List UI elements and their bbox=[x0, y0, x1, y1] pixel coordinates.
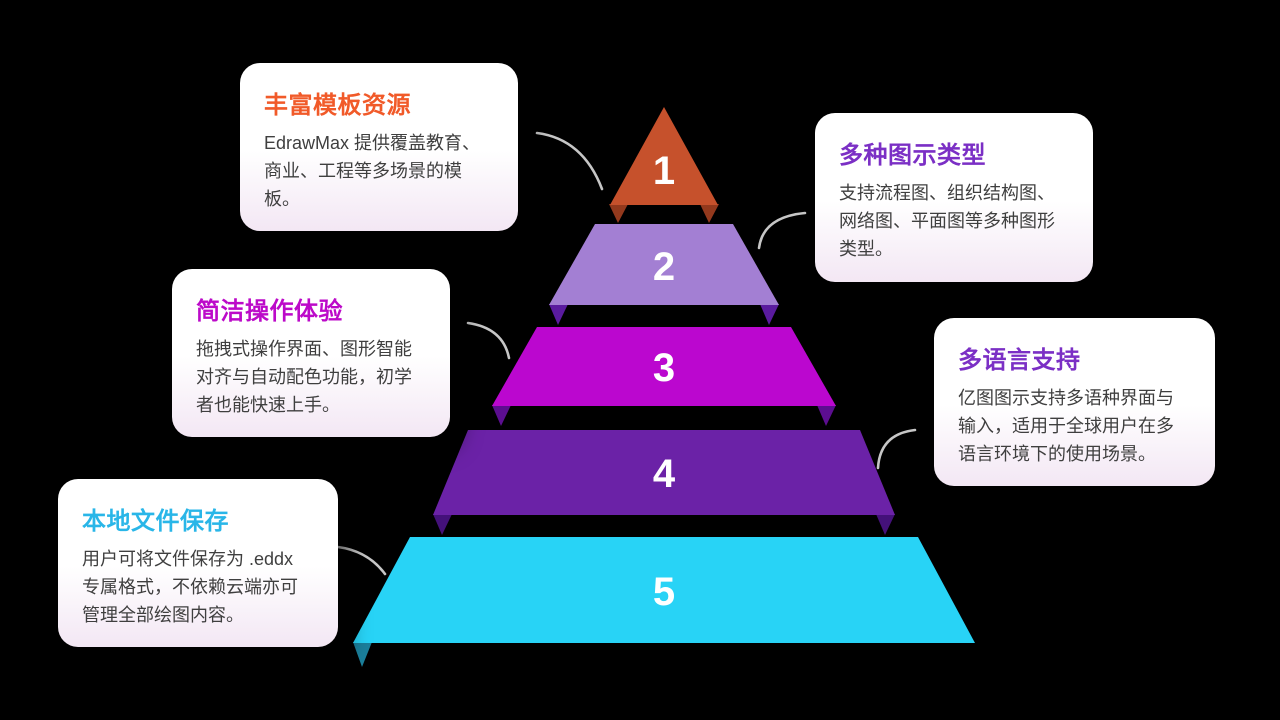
connector-arc-3 bbox=[466, 321, 511, 360]
pyramid-level-1: 1 bbox=[609, 107, 719, 223]
connector-arc-4 bbox=[876, 428, 917, 470]
level-2-number: 2 bbox=[653, 245, 675, 289]
card-title: 本地文件保存 bbox=[82, 508, 229, 535]
level-1-right-foot bbox=[700, 204, 719, 223]
pyramid-level-3: 3 bbox=[492, 327, 836, 426]
pyramid-level-2: 2 bbox=[549, 224, 779, 325]
card-local-file-save: 本地文件保存 用户可将文件保存为 .eddx 专属格式，不依赖云端亦可管理全部绘… bbox=[58, 479, 338, 647]
level-2-right-foot bbox=[760, 304, 779, 325]
card-title: 丰富模板资源 bbox=[264, 92, 411, 119]
level-5-left-foot bbox=[353, 642, 372, 667]
level-3-face bbox=[492, 327, 836, 406]
level-4-right-foot bbox=[876, 514, 895, 535]
level-4-left-foot bbox=[433, 514, 452, 535]
level-3-left-foot bbox=[492, 405, 511, 426]
card-title: 多种图示类型 bbox=[839, 142, 986, 169]
card-body: 亿图图示支持多语种界面与输入，适用于全球用户在多语言环境下的使用场景。 bbox=[958, 388, 1174, 464]
level-2-face bbox=[549, 224, 779, 305]
level-2-left-foot bbox=[549, 304, 568, 325]
card-rich-templates: 丰富模板资源 EdrawMax 提供覆盖教育、商业、工程等多场景的模板。 bbox=[240, 63, 518, 231]
card-easy-operation: 简洁操作体验 拖拽式操作界面、图形智能对齐与自动配色功能，初学者也能快速上手。 bbox=[172, 269, 450, 437]
level-3-right-foot bbox=[817, 405, 836, 426]
card-body: EdrawMax 提供覆盖教育、商业、工程等多场景的模板。 bbox=[264, 133, 481, 209]
level-1-number: 1 bbox=[653, 149, 675, 193]
connector-arc-1 bbox=[535, 131, 604, 191]
level-1-face bbox=[610, 107, 718, 205]
card-title: 简洁操作体验 bbox=[196, 298, 343, 325]
level-4-number: 4 bbox=[653, 452, 676, 496]
card-body: 支持流程图、组织结构图、网络图、平面图等多种图形类型。 bbox=[839, 183, 1055, 259]
card-title: 多语言支持 bbox=[958, 347, 1081, 374]
card-body: 拖拽式操作界面、图形智能对齐与自动配色功能，初学者也能快速上手。 bbox=[196, 339, 412, 415]
card-multilanguage: 多语言支持 亿图图示支持多语种界面与输入，适用于全球用户在多语言环境下的使用场景… bbox=[934, 318, 1215, 486]
connector-arc-5 bbox=[336, 545, 387, 576]
card-body: 用户可将文件保存为 .eddx 专属格式，不依赖云端亦可管理全部绘图内容。 bbox=[82, 549, 298, 625]
level-4-face bbox=[433, 430, 895, 515]
level-1-left-foot bbox=[609, 204, 628, 223]
connector-arc-2 bbox=[757, 211, 807, 250]
level-5-number: 5 bbox=[653, 570, 675, 614]
card-diagram-types: 多种图示类型 支持流程图、组织结构图、网络图、平面图等多种图形类型。 bbox=[815, 113, 1093, 282]
level-3-number: 3 bbox=[653, 346, 675, 390]
level-5-face bbox=[353, 537, 975, 643]
pyramid-level-4: 4 bbox=[433, 430, 895, 535]
pyramid-level-5: 5 bbox=[353, 537, 975, 667]
connector-arcs bbox=[336, 131, 917, 576]
